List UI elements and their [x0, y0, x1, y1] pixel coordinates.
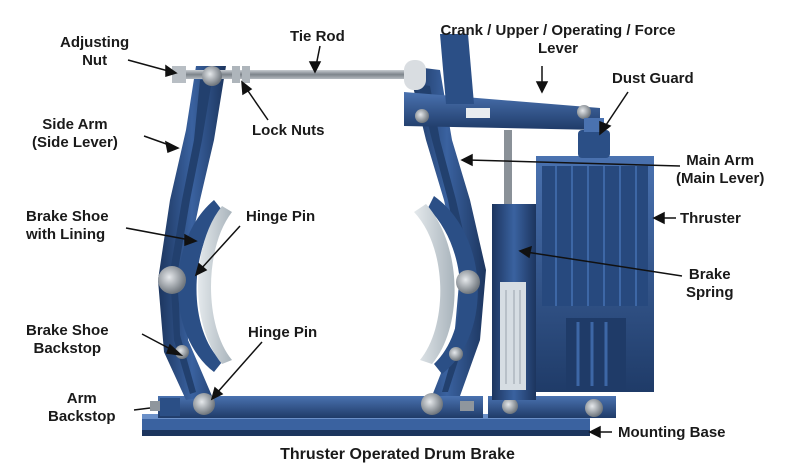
label-hinge-pin-lower: Hinge Pin — [248, 324, 318, 341]
label-tie-rod: Tie Rod — [290, 28, 345, 45]
arm-backstop-left — [150, 398, 180, 416]
brake-spring-housing — [492, 130, 536, 400]
label-adjusting-nut: Adjusting Nut — [60, 34, 130, 69]
label-mounting-base: Mounting Base — [618, 424, 726, 441]
label-crank-lever: Crank / Upper / Operating / Force Lever — [440, 22, 676, 57]
label-dust-guard: Dust Guard — [612, 70, 694, 87]
nameplate — [466, 108, 490, 118]
mounting-base — [142, 396, 616, 436]
label-thruster: Thruster — [680, 210, 741, 227]
label-brake-shoe: Brake Shoe with Lining — [26, 208, 109, 243]
lock-nuts — [232, 66, 250, 83]
label-side-arm: Side Arm (Side Lever) — [32, 116, 118, 151]
brake-shoe-right — [414, 196, 478, 374]
adjusting-nut — [172, 66, 186, 83]
label-arm-backstop: Arm Backstop — [48, 390, 116, 425]
crank-lever — [404, 34, 600, 130]
leader-lines — [125, 45, 683, 439]
label-brake-spring: Brake Spring — [686, 266, 734, 301]
label-brake-shoe-backstop: Brake Shoe Backstop — [26, 322, 109, 357]
pins — [158, 66, 603, 417]
arm-backstop-right — [460, 401, 474, 411]
label-lock-nuts: Lock Nuts — [252, 122, 325, 139]
dust-guard — [578, 118, 610, 158]
diagram-caption: Thruster Operated Drum Brake — [280, 446, 515, 463]
label-main-arm: Main Arm (Main Lever) — [676, 152, 765, 187]
label-hinge-pin-upper: Hinge Pin — [246, 208, 316, 225]
thruster-body — [536, 156, 654, 392]
